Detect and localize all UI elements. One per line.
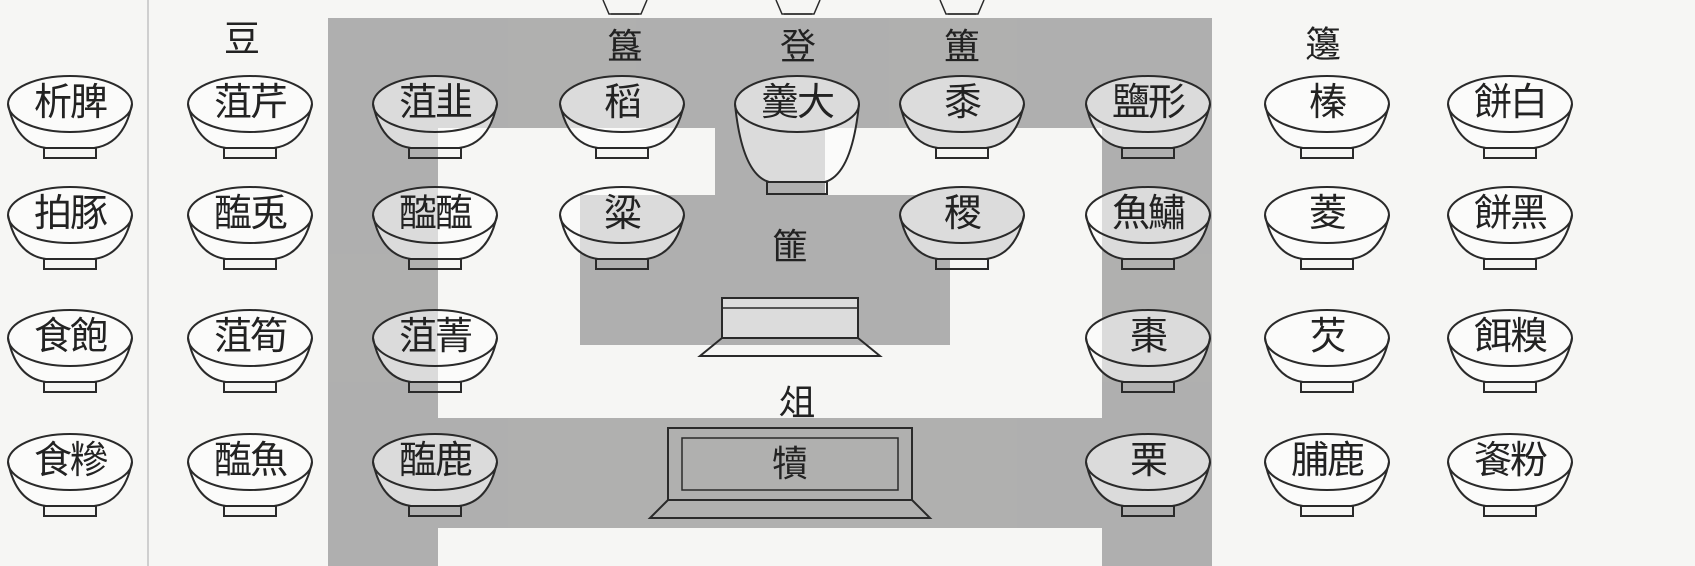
- bowl-label-c4-0: 稻: [603, 80, 642, 124]
- bowl-label-c4-1: 粱: [603, 191, 642, 235]
- bowl-label-c7-3: 栗: [1129, 438, 1168, 482]
- header-deng: 登: [779, 27, 817, 68]
- bowl-c6-1: [898, 186, 1026, 270]
- bowl-label-c3-2: 菹菁: [398, 314, 473, 358]
- bowl-c9-2: [1446, 309, 1574, 393]
- fei-box: [721, 297, 859, 339]
- bowl-c6-0: [898, 75, 1026, 159]
- bowl-label-c8-2: 芡: [1308, 314, 1347, 358]
- deng-foot: [766, 181, 828, 195]
- bowl-c8-1: [1263, 186, 1391, 270]
- bowl-c9-3: [1446, 433, 1574, 517]
- bowl-c1-0: [6, 75, 134, 159]
- header-gui: 簋: [606, 27, 644, 68]
- bowl-c1-2: [6, 309, 134, 393]
- label-fei: 篚: [771, 227, 809, 268]
- label-zu: 俎: [778, 383, 816, 424]
- bowl-label-c3-0: 菹韭: [398, 80, 473, 124]
- bowl-c9-0: [1446, 75, 1574, 159]
- bowl-label-c3-3: 醢鹿: [398, 438, 473, 482]
- deng-rim: [734, 103, 860, 133]
- bowl-c7-0: [1084, 75, 1212, 159]
- bowl-label-c5-0: 羹大: [760, 80, 835, 124]
- bowl-label-c1-0: 析脾: [33, 80, 108, 124]
- bowl-c2-1: [186, 186, 314, 270]
- bowl-label-c1-2: 食飽: [33, 314, 108, 358]
- zu-table-inner: [681, 437, 899, 491]
- bowl-label-c6-0: 黍: [943, 80, 982, 124]
- bowl-c7-3: [1084, 433, 1212, 517]
- header-dou: 豆: [223, 19, 261, 60]
- bowl-c4-0: [558, 75, 686, 159]
- bowl-c2-2: [186, 309, 314, 393]
- bowl-label-c2-2: 菹筍: [213, 314, 288, 358]
- top-ornament-0: [602, 0, 648, 15]
- bowl-label-c9-1: 餅黑: [1473, 191, 1548, 235]
- bowl-c2-0: [186, 75, 314, 159]
- bowl-c2-3: [186, 433, 314, 517]
- bowl-c3-1: [371, 186, 499, 270]
- bowl-c3-3: [371, 433, 499, 517]
- zu-table-legs: [647, 499, 933, 519]
- bowl-label-c8-3: 脯鹿: [1290, 438, 1365, 482]
- top-ornament-2: [939, 0, 985, 15]
- label-zu-content: 犢: [771, 444, 809, 485]
- bowl-label-c7-0: 鹽形: [1111, 80, 1186, 124]
- bowl-label-c3-1: 醓醢: [398, 191, 473, 235]
- bowl-label-c9-0: 餅白: [1473, 80, 1548, 124]
- bowl-c7-1: [1084, 186, 1212, 270]
- fei-stand: [697, 337, 883, 357]
- bowl-label-c7-2: 棗: [1129, 314, 1168, 358]
- bowl-c8-3: [1263, 433, 1391, 517]
- bowl-c3-0: [371, 75, 499, 159]
- bowl-label-c7-1: 魚鱐: [1111, 191, 1186, 235]
- bowl-c8-0: [1263, 75, 1391, 159]
- bowl-label-c2-0: 菹芹: [213, 80, 288, 124]
- bowl-c9-1: [1446, 186, 1574, 270]
- bowl-c3-2: [371, 309, 499, 393]
- header-bian: 籩: [1304, 25, 1342, 66]
- bowl-label-c1-1: 拍豚: [33, 191, 108, 235]
- bowl-c7-2: [1084, 309, 1212, 393]
- bowl-c4-1: [558, 186, 686, 270]
- bowl-label-c2-1: 醢兎: [213, 191, 288, 235]
- bowl-label-c2-3: 醢魚: [213, 438, 288, 482]
- header-fu: 簠: [943, 27, 981, 68]
- bowl-c1-1: [6, 186, 134, 270]
- bowl-label-c9-2: 餌糗: [1473, 314, 1548, 358]
- bowl-label-c9-3: 餈粉: [1473, 438, 1548, 482]
- top-ornament-1: [775, 0, 821, 15]
- bowl-label-c1-3: 食糝: [33, 438, 108, 482]
- bowl-c1-3: [6, 433, 134, 517]
- zu-table-outer: [667, 427, 913, 501]
- bowl-c8-2: [1263, 309, 1391, 393]
- deng-vessel: [733, 75, 861, 183]
- bowl-label-c6-1: 稷: [943, 191, 982, 235]
- bowl-label-c8-0: 榛: [1308, 80, 1347, 124]
- bowl-label-c8-1: 菱: [1308, 191, 1347, 235]
